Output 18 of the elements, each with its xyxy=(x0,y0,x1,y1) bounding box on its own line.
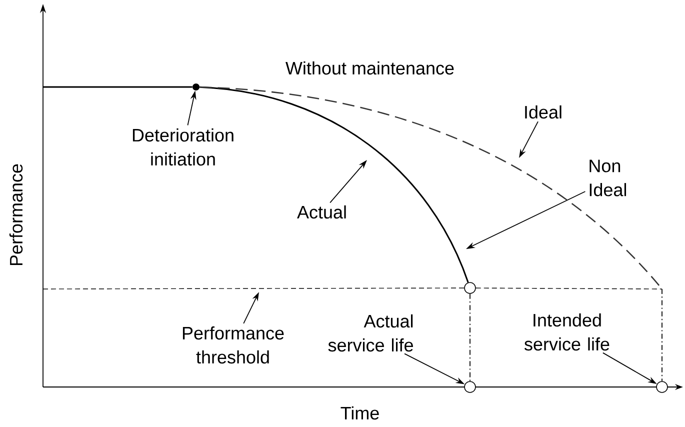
point-circle xyxy=(464,381,476,393)
point-dot xyxy=(192,84,200,90)
axis-title: Performance xyxy=(9,164,23,266)
point-circle xyxy=(656,381,668,393)
threshold-line xyxy=(476,288,662,290)
annotation-label: Non Ideal xyxy=(590,160,626,196)
annotation-label: Actual xyxy=(297,205,346,219)
curve xyxy=(43,86,192,88)
threshold-line xyxy=(42,288,464,290)
point-circle xyxy=(464,282,476,294)
annotation-label: Intended service life xyxy=(524,313,610,351)
annotation-label: Actual service life xyxy=(328,314,413,352)
curve xyxy=(200,86,469,283)
annotation-label: Ideal xyxy=(525,105,562,119)
axis-title: Time xyxy=(340,406,379,420)
annotation-label: Deterioration initiation xyxy=(132,128,234,166)
annotation-label: Performance threshold xyxy=(182,326,284,364)
curve-label: Without maintenance xyxy=(286,61,454,75)
